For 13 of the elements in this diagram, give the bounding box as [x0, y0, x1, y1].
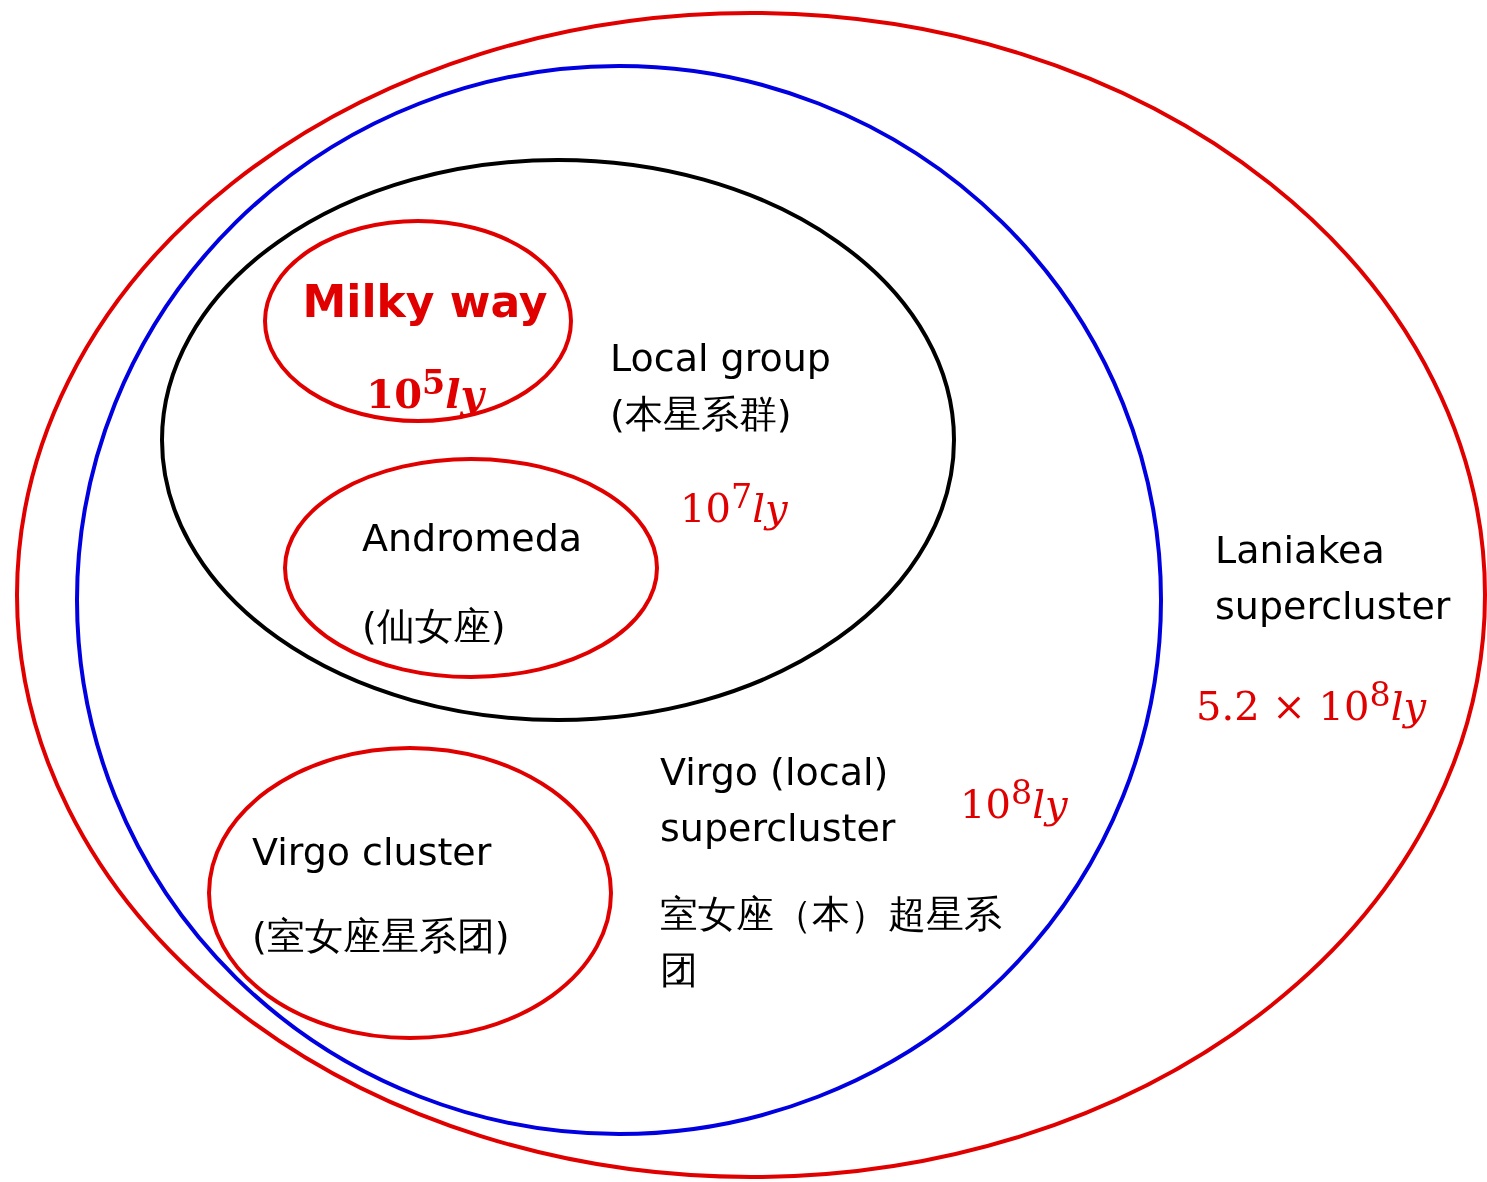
name-label: Virgo (local) supercluster — [660, 749, 897, 852]
name-label: Local group (本星系群) — [610, 335, 832, 438]
scale-label: 10$^{8}$ly — [960, 772, 1069, 830]
name-label: Virgo cluster — [252, 829, 493, 876]
name-label: Laniakea supercluster — [1215, 527, 1452, 630]
name-label: Andromeda — [362, 515, 584, 562]
name-label: (仙女座) — [362, 603, 507, 650]
name-label: Milky way — [301, 275, 549, 329]
name-label: (室女座星系团) — [252, 913, 511, 960]
name-label: 室女座（本）超星系团 — [660, 891, 1003, 994]
scale-label: 10$^{5}$ly — [365, 362, 487, 420]
scale-label: 5.2 × 10$^{8}$ly — [1196, 674, 1428, 732]
scale-label: 10$^{7}$ly — [680, 476, 789, 534]
